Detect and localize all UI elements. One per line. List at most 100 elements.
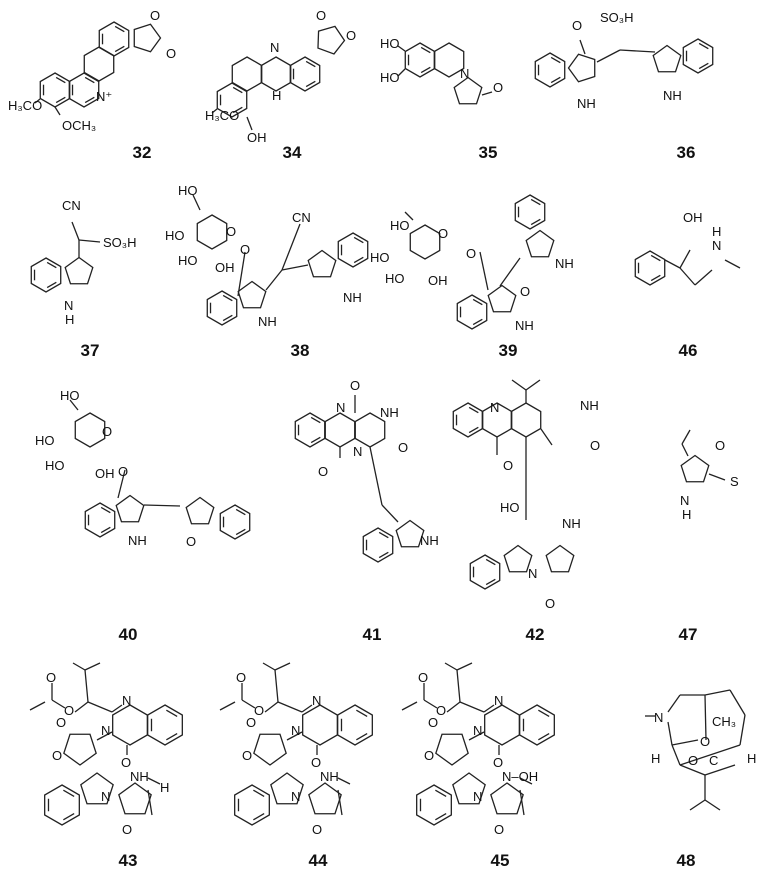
atom-label: HO: [178, 183, 198, 198]
double-bond: [530, 198, 541, 206]
atom-label: H: [712, 224, 721, 239]
ring-bond: [270, 772, 304, 805]
bond: [69, 399, 79, 411]
compound-number: 41: [363, 625, 382, 644]
double-bond: [310, 436, 321, 444]
atom-label: NH: [130, 769, 149, 784]
atom-label: O: [312, 822, 322, 837]
double-bond: [485, 578, 496, 586]
bond: [74, 701, 89, 713]
ring-bond: [680, 454, 710, 483]
bond: [483, 704, 495, 713]
ring-bond: [435, 733, 469, 766]
atom-label: N: [291, 723, 300, 738]
bond: [147, 789, 153, 816]
ring-bond: [118, 782, 152, 815]
atom-label: NH: [577, 96, 596, 111]
bond: [404, 211, 414, 221]
ring-bond: [74, 412, 106, 448]
atom-label: H₃CO: [8, 98, 42, 113]
bond: [117, 469, 126, 499]
atom-label: N: [490, 400, 499, 415]
atom-label: O: [236, 670, 246, 685]
atom-label: HO: [165, 228, 185, 243]
atom-label: N⁺: [96, 89, 112, 104]
atom-label: N: [101, 789, 110, 804]
atom-label: O: [436, 703, 446, 718]
bond: [111, 704, 123, 713]
atom-label: NH: [663, 88, 682, 103]
bond: [704, 694, 707, 741]
bond: [671, 744, 681, 766]
bond: [694, 269, 713, 286]
atom-label: N: [460, 66, 469, 81]
bond: [262, 662, 276, 671]
atom-label: O: [150, 8, 160, 23]
bond: [34, 98, 41, 104]
atom-label: O: [316, 8, 326, 23]
bond: [301, 704, 313, 713]
atom-label: NH: [562, 516, 581, 531]
atom-label: O: [545, 596, 555, 611]
atom-label: O: [52, 748, 62, 763]
ring-bond: [395, 519, 425, 548]
bond: [51, 699, 66, 709]
atom-label: N: [291, 789, 300, 804]
ring-bond: [253, 733, 287, 766]
double-bond: [353, 236, 364, 244]
ring-bond: [567, 53, 596, 83]
atom-label: O: [254, 703, 264, 718]
bond: [671, 739, 699, 746]
bond: [277, 701, 303, 713]
atom-label: N: [101, 723, 110, 738]
ring-bond: [307, 249, 337, 278]
atom-label: N: [122, 693, 131, 708]
double-bond: [63, 813, 75, 821]
double-bond: [550, 76, 561, 84]
atom-label: O: [46, 670, 56, 685]
atom-label: HO: [380, 70, 400, 85]
bond: [681, 443, 689, 457]
ring-bond: [84, 502, 116, 538]
bond: [211, 108, 218, 114]
double-bond: [420, 66, 431, 74]
bond: [192, 194, 201, 211]
atom-label: NH: [580, 398, 599, 413]
compound-number: 38: [291, 341, 310, 360]
bond: [71, 221, 80, 241]
double-bond: [698, 42, 709, 50]
ring-bond: [534, 52, 566, 88]
ring-bond: [362, 527, 394, 563]
atom-label: O: [438, 226, 448, 241]
compound-number: 39: [499, 341, 518, 360]
ring-bond: [453, 76, 483, 105]
ring-bond: [64, 256, 94, 285]
compound-number: 40: [119, 625, 138, 644]
atom-label: O: [186, 534, 196, 549]
atom-label: O: [700, 734, 710, 749]
ring-bond: [490, 782, 524, 815]
atom-label: SO₃H: [103, 235, 136, 250]
ring-bond: [545, 544, 575, 573]
atom-label: O: [64, 703, 74, 718]
compound-number: 43: [119, 851, 138, 870]
bond: [237, 251, 246, 297]
compound-number: 34: [283, 143, 302, 162]
bond: [456, 662, 473, 671]
atom-label: C: [709, 753, 718, 768]
double-bond: [378, 551, 389, 559]
atom-label: HO: [500, 500, 520, 515]
double-bond: [235, 528, 246, 536]
atom-label: CH₃: [712, 714, 736, 729]
ring-bond: [652, 44, 682, 73]
atom-label: H: [651, 751, 660, 766]
compound-number: 32: [133, 143, 152, 162]
compound-number: 46: [679, 341, 698, 360]
ring-bond: [317, 25, 346, 55]
double-bond: [650, 254, 661, 262]
ring-bond: [115, 494, 145, 523]
double-bond: [356, 733, 368, 741]
bond: [704, 689, 731, 696]
atom-label: H: [160, 780, 169, 795]
